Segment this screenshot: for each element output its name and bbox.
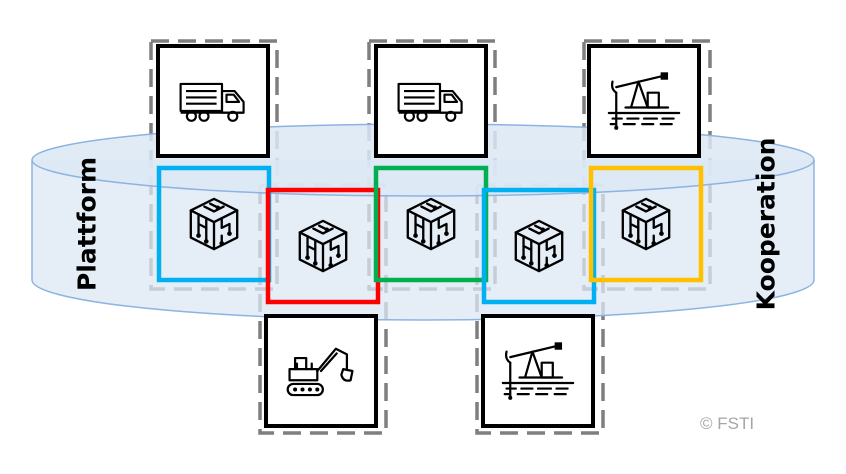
copyright-text: © FSTI <box>700 414 755 433</box>
asset-box-1 <box>156 44 270 158</box>
module-frame-blue <box>481 187 597 305</box>
platform-label: Plattform <box>72 156 102 292</box>
front-layer <box>156 44 704 428</box>
asset-frame <box>156 44 270 158</box>
circuit-cube-icon <box>406 197 456 251</box>
circuit-cube-icon <box>298 219 348 273</box>
asset-box-3 <box>587 44 701 158</box>
circuit-cube-icon <box>514 219 564 273</box>
circuit-cube-icon <box>189 197 239 251</box>
asset-frame <box>374 44 488 158</box>
asset-box-5 <box>481 314 595 428</box>
asset-frame <box>481 314 595 428</box>
asset-box-2 <box>374 44 488 158</box>
asset-frame <box>587 44 701 158</box>
cooperation-label: Kooperation <box>751 137 781 311</box>
circuit-cube-icon <box>621 197 671 251</box>
module-box-5 <box>588 165 704 283</box>
module-frame-yellow <box>588 165 704 283</box>
asset-box-4 <box>264 314 378 428</box>
module-box-4 <box>481 187 597 305</box>
